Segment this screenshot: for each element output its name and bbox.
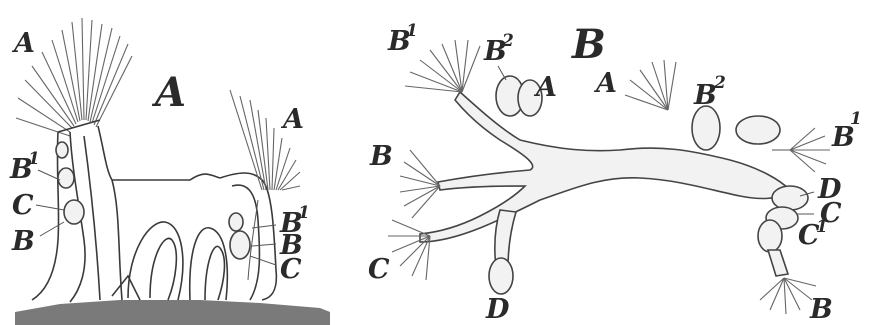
bud-d-bottom bbox=[489, 258, 513, 294]
colony-stem bbox=[420, 92, 790, 242]
zooid-tube-inner bbox=[98, 126, 220, 180]
label-c-left: C bbox=[12, 190, 34, 221]
crown-c-left bbox=[388, 220, 430, 280]
label-b-left: B bbox=[369, 141, 393, 172]
label-a-mid2: A bbox=[593, 68, 617, 99]
label-b2-mid-sup: 2 bbox=[713, 73, 726, 93]
label-c-left: C bbox=[368, 254, 390, 285]
label-title-b: B bbox=[571, 21, 606, 68]
bud-b-right bbox=[230, 231, 250, 259]
bud-b2-mid bbox=[692, 106, 720, 150]
crown-b-left bbox=[400, 150, 440, 218]
label-b-left: B bbox=[11, 226, 35, 257]
label-a-mid: A bbox=[533, 72, 557, 103]
bud-c-left bbox=[64, 200, 84, 224]
label-b1-left-sup: 1 bbox=[28, 149, 40, 169]
bud-c1-right bbox=[758, 220, 782, 252]
left-figure: A A A B 1 C B B 1 B C bbox=[9, 18, 330, 325]
label-title-a: A bbox=[151, 69, 186, 116]
label-a-right: A bbox=[280, 104, 304, 135]
right-figure: B 1 B 2 B A A B 2 B 1 B D C C 1 C D B bbox=[368, 21, 862, 325]
bud-b1-right bbox=[229, 213, 243, 231]
stalk-b-bottom bbox=[768, 250, 788, 276]
label-b1-right-sup: 1 bbox=[298, 203, 310, 223]
label-b2-top-sup: 2 bbox=[501, 31, 514, 51]
bud-b1-left bbox=[58, 168, 74, 188]
label-c-right: C bbox=[280, 254, 302, 285]
label-b1-top-sup: 1 bbox=[406, 21, 418, 41]
crown-b1-right bbox=[790, 128, 830, 172]
crown-b-bottom bbox=[760, 278, 816, 314]
bud-small-left bbox=[56, 142, 68, 158]
bud-d-right bbox=[772, 186, 808, 210]
crown-a-mid bbox=[625, 60, 676, 110]
label-b-bottom: B bbox=[809, 294, 833, 325]
label-b1-right-sup: 1 bbox=[850, 109, 862, 129]
label-d-bottom: D bbox=[485, 294, 510, 325]
label-a-top: A bbox=[11, 28, 35, 59]
crown-b1-top bbox=[405, 40, 480, 92]
gut-loops bbox=[112, 222, 227, 300]
bud-right-1 bbox=[736, 116, 780, 144]
label-c1-right-sup: 1 bbox=[816, 217, 828, 237]
substrate bbox=[15, 300, 330, 325]
